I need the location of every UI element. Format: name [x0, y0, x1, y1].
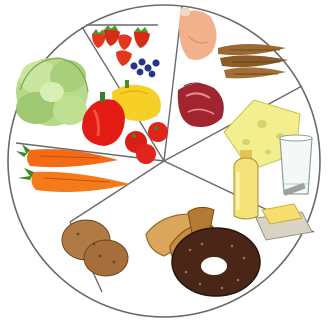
lettuce-icon — [16, 58, 88, 126]
oil-bottle-icon — [234, 150, 258, 219]
rye-bread-ring-icon — [172, 228, 260, 296]
smoked-fish-icon — [218, 44, 288, 78]
glass-of-milk-icon — [280, 135, 312, 194]
